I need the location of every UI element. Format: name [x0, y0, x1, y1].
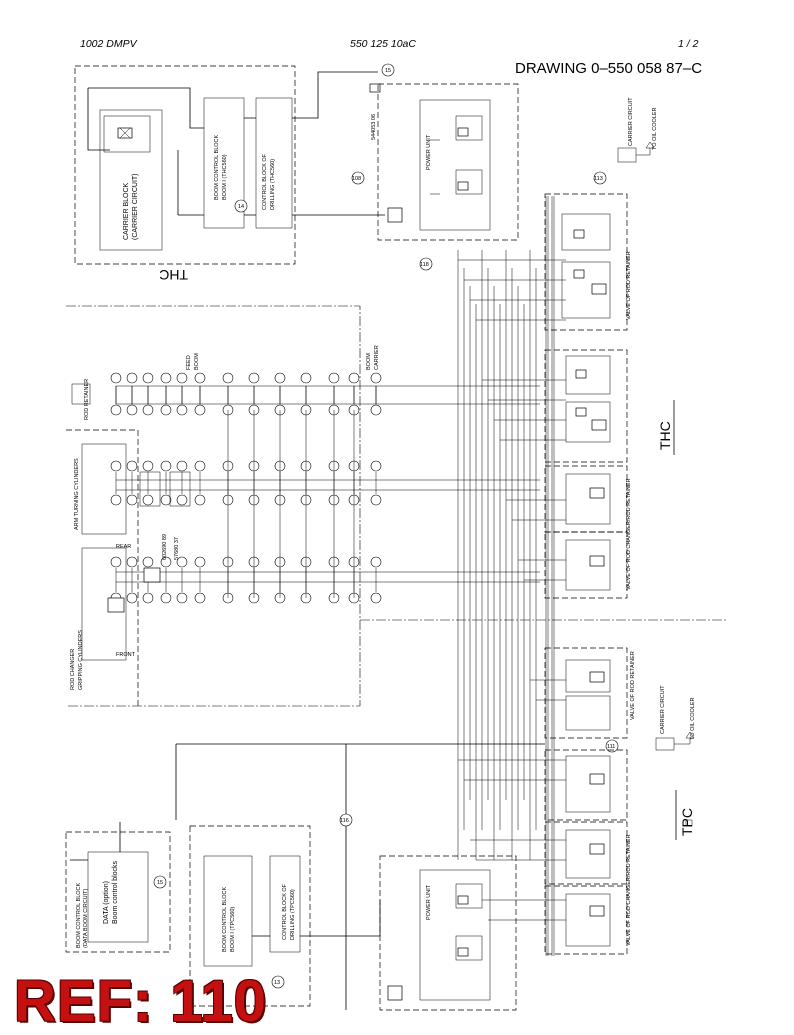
arm-turning-label: ARM TURNING CYLINDERS [74, 458, 80, 530]
rod-retainer-label: ROD RETAINER [84, 379, 90, 420]
carrier-block [99, 109, 163, 251]
boom-control-block-thc [203, 97, 245, 229]
to-oil-cooler-top: TO OIL COOLER [652, 107, 658, 150]
callout-13 [271, 975, 285, 989]
valve-thc-frame-3 [544, 465, 628, 533]
trunk-lines [457, 196, 566, 956]
callout-108 [351, 171, 365, 185]
ref-stamp: REF: 110 [14, 969, 267, 1034]
part-number-3: 57680 37 [174, 537, 180, 560]
callout-113 [593, 171, 607, 185]
valve-rod-changer-label-1: VALVE OF ROD CHANGER/ROD RETAINER [626, 478, 632, 590]
carrier-circuit-label-bottom: CARRIER CIRCUIT [660, 685, 666, 734]
drawing-number: DRAWING 0–550 058 87–C [515, 60, 703, 77]
boom-control-block-tpc [203, 855, 253, 967]
control-block-drilling-label: CONTROL BLOCK OF [262, 153, 268, 210]
boom-tpc-label: BOOM I (TPC560) [230, 907, 236, 952]
tpc-right-label: TPC [679, 808, 695, 836]
valve-rod-changer-label-2: VALVE OF ROD CHANGER/ROD RETAINER [626, 834, 632, 946]
thc-top-label: THC [159, 267, 188, 283]
header-model: 1002 DMPV [80, 38, 137, 50]
callout-15-mid [153, 875, 167, 889]
thc-frame [74, 65, 296, 265]
boom-label-feed: BOOM [194, 353, 200, 370]
power-unit-thc [419, 99, 491, 231]
drilling-thc-label: DRILLING (THC560) [270, 159, 276, 210]
power-unit-tpc [419, 869, 491, 1001]
valve-thc-frame-2 [544, 349, 628, 463]
callout-15-top-text: 15 [385, 68, 391, 74]
power-unit-frame-tpc [379, 855, 517, 1011]
thc-right-label: THC [657, 421, 673, 450]
power-unit-tpc-label: POWER UNIT [426, 884, 432, 920]
part-number-2: 602690 89 [162, 534, 168, 560]
callout-111-text: 111 [607, 744, 615, 750]
boom-control-blocks-label: Boom control blocks [112, 860, 119, 924]
data-boom-circuit-label: (DATA BOOM CIRCUIT) [83, 888, 89, 948]
header-page: 1 / 2 [678, 38, 699, 50]
callout-108-text: 108 [352, 176, 361, 182]
rod-changer-label: ROD CHANGER [70, 649, 76, 690]
gripping-cylinders-label: GRIPPING CYLINDERS [78, 630, 84, 690]
callout-15-top [381, 63, 395, 77]
callout-14 [234, 199, 248, 213]
control-block-drilling-thc [255, 97, 293, 229]
tpc-frame [189, 825, 311, 1007]
callout-13-text: 13 [274, 980, 280, 986]
manifold-columns [110, 372, 540, 604]
to-oil-cooler-bottom: TO OIL COOLER [690, 697, 696, 740]
drilling-tpc-label: DRILLING (TPC560) [290, 889, 296, 940]
boom-label-carrier: BOOM [366, 353, 372, 370]
control-block-drilling-tpc [269, 855, 301, 953]
valve-rod-retainer-label-2: VALVE OF ROD RETAINER [630, 651, 636, 720]
callout-14-text: 14 [238, 204, 244, 210]
callout-15-mid-text: 15 [157, 880, 163, 886]
valve-tpc-frame-3 [544, 821, 628, 885]
boom-thc-label: BOOM I (THC560) [222, 154, 228, 200]
callout-111 [605, 739, 619, 753]
valve-rod-retainer-thc-frame [544, 193, 628, 331]
boom-control-block-data-label: BOOM CONTROL BLOCK [76, 882, 82, 948]
valve-rod-changer-tpc-frame [544, 885, 628, 955]
part-number-1: 544053 06 [371, 114, 377, 140]
callout-118-text: 118 [420, 262, 429, 268]
valve-rod-retainer-tpc-frame [544, 647, 628, 739]
boom-control-label: BOOM CONTROL BLOCK [214, 134, 220, 200]
data-option-label: DATA (option) [103, 881, 110, 924]
callout-116-text: 116 [340, 818, 349, 824]
control-block-drilling-tpc-label: CONTROL BLOCK OF [282, 883, 288, 940]
feed-label: FEED [186, 355, 192, 370]
carrier-circuit-label: (CARRIER CIRCUIT) [132, 174, 139, 241]
middle-section-frame [66, 305, 361, 707]
power-unit-frame-thc [377, 83, 519, 241]
arm-turning-cylinders [81, 443, 127, 535]
valve-rod-retainer-label-1: VALVE OF ROD RETAINER [626, 251, 632, 320]
carrier-block-label: CARRIER BLOCK [123, 182, 130, 240]
data-boom-block [87, 851, 149, 943]
front-label: FRONT [116, 652, 136, 658]
valve-tpc-frame-2 [544, 749, 628, 821]
power-unit-thc-label: POWER UNIT [426, 134, 432, 170]
header-doc-number: 550 125 10aC [350, 38, 416, 50]
boom-control-block-tpc-label: BOOM CONTROL BLOCK [222, 886, 228, 952]
valve-rod-changer-thc-frame [544, 531, 628, 599]
carrier-circuit-label-top: CARRIER CIRCUIT [628, 97, 634, 146]
callout-118 [419, 257, 433, 271]
rod-changer-cylinders [81, 547, 127, 661]
data-boom-frame [65, 831, 171, 953]
rear-label: REAR [116, 544, 131, 550]
carrier-label: CARRIER [374, 345, 380, 370]
callout-113-text: 113 [594, 176, 603, 182]
